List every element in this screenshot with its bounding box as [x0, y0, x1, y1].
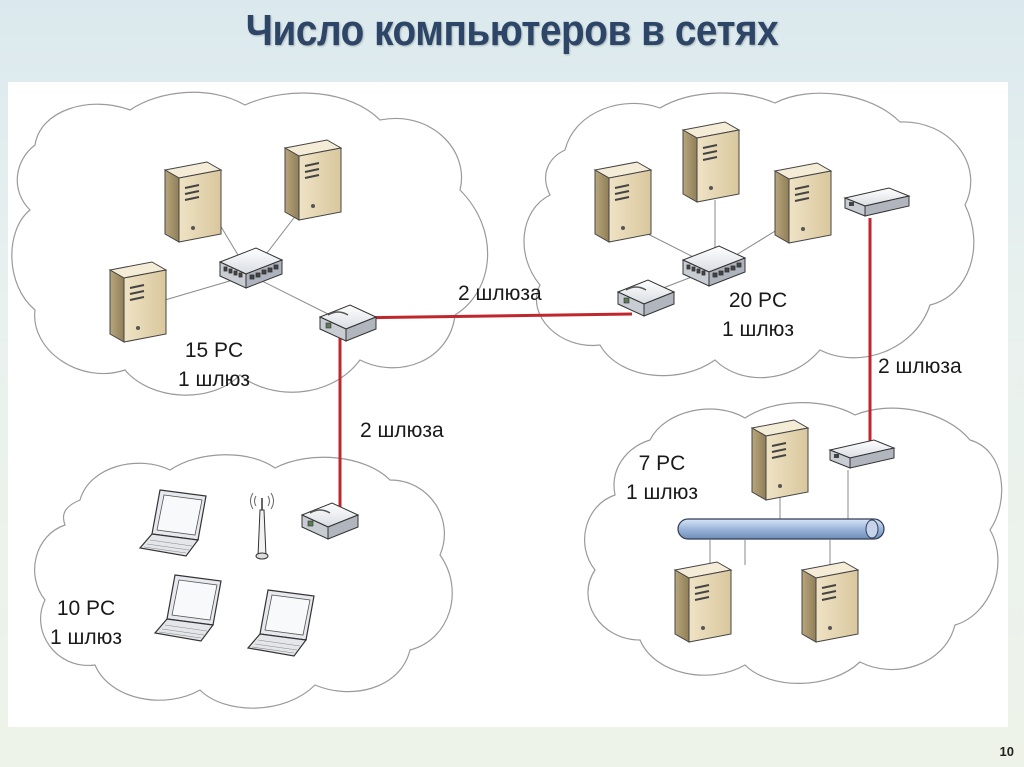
page-number: 10 — [999, 744, 1014, 759]
link-label-net2-net4: 2 шлюза — [878, 355, 962, 378]
network-3-gateways: 1 шлюз — [50, 626, 122, 649]
server-icon — [674, 561, 732, 643]
server-icon — [682, 121, 740, 203]
server-icon — [801, 561, 859, 643]
link-lines — [338, 218, 872, 515]
network-1-count: 15 PC — [184, 339, 244, 362]
network-1-gateways: 1 шлюз — [178, 368, 250, 391]
network-3-count: 10 PC — [56, 597, 116, 620]
network-3-label: 10 PC 1 шлюз — [50, 594, 122, 652]
network-2-label: 20 PC 1 шлюз — [722, 286, 794, 344]
server-icon — [774, 162, 832, 244]
server-icon — [594, 161, 652, 243]
cloud-icon — [34, 454, 453, 709]
server-icon — [164, 161, 222, 243]
server-icon — [751, 419, 809, 501]
network-1-label: 15 PC 1 шлюз — [178, 336, 250, 394]
link-label-net1-net3: 2 шлюза — [360, 419, 444, 442]
slide-title: Число компьютеров в сетях — [245, 6, 779, 55]
network-4-label: 7 PC 1 шлюз — [626, 449, 698, 507]
network-2-gateways: 1 шлюз — [722, 318, 794, 341]
network-4-count: 7 PC — [638, 452, 686, 475]
server-icon — [284, 139, 342, 221]
network-2-count: 20 PC — [728, 289, 788, 312]
bus-cable-icon — [677, 518, 885, 540]
server-icon — [109, 261, 167, 343]
link-label-net1-net2: 2 шлюза — [458, 282, 542, 305]
network-4-gateways: 1 шлюз — [626, 481, 698, 504]
